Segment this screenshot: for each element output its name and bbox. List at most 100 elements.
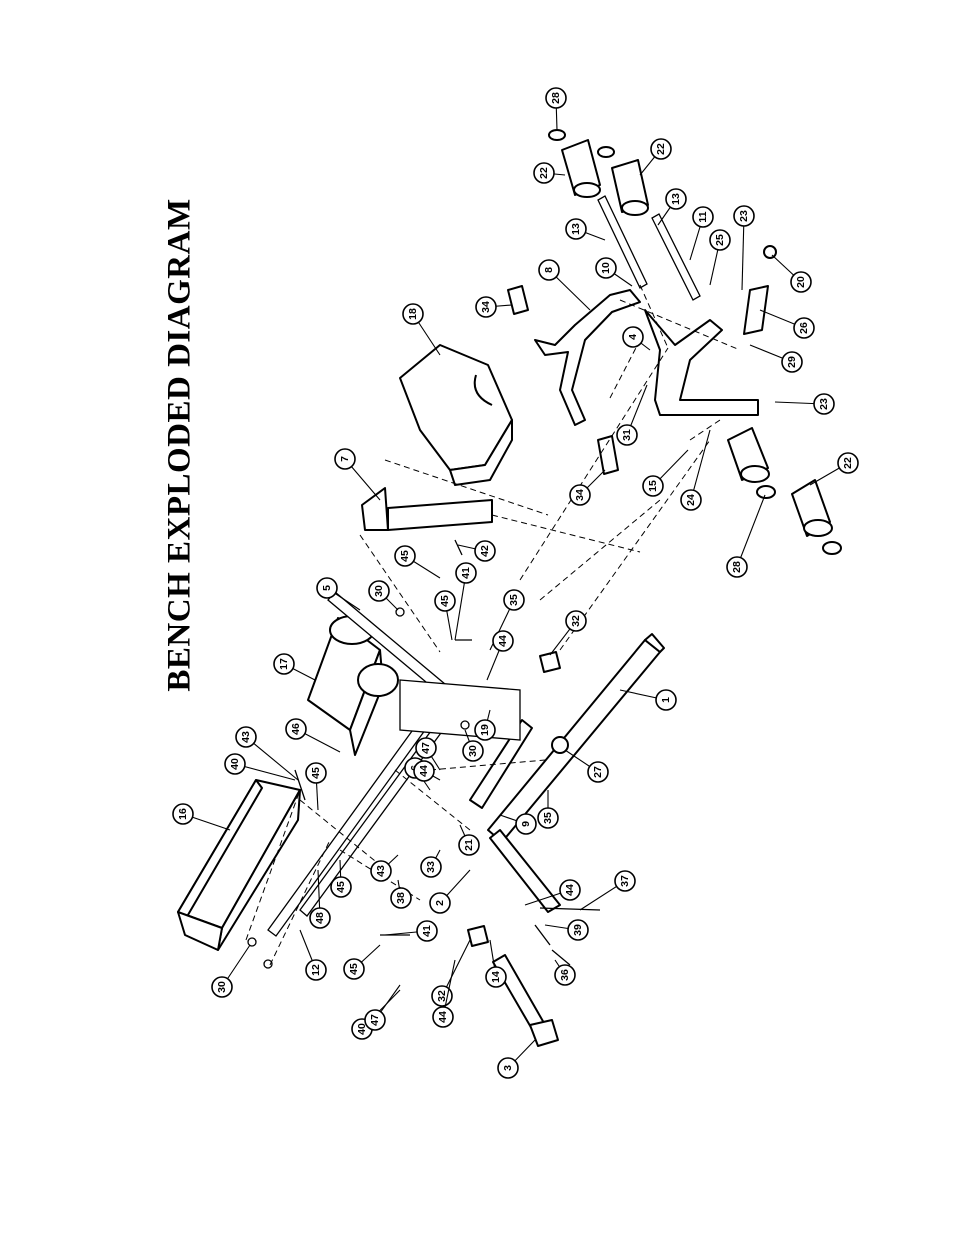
leg-pad-18 xyxy=(400,345,512,485)
callout-part-45: 45 xyxy=(395,546,440,578)
rod-34a xyxy=(508,286,528,314)
callout-label: 17 xyxy=(278,658,290,670)
callout-part-20: 20 xyxy=(772,255,811,292)
callout-part-44: 44 xyxy=(487,631,513,680)
callout-part-46: 46 xyxy=(286,719,340,752)
callout-label: 23 xyxy=(818,398,830,410)
callout-part-39: 39 xyxy=(545,920,588,940)
callout-label: 20 xyxy=(795,276,807,288)
callout-part-11: 11 xyxy=(690,207,713,260)
callout-part-26: 26 xyxy=(760,310,814,338)
callout-label: 16 xyxy=(177,808,189,820)
callout-part-31: 31 xyxy=(617,385,647,445)
callout-part-30: 30 xyxy=(369,581,398,610)
callout-part-22: 22 xyxy=(534,163,565,183)
spring-20 xyxy=(764,246,776,258)
callout-label: 12 xyxy=(310,964,322,976)
leader-line xyxy=(691,430,710,500)
callout-label: 13 xyxy=(670,193,682,205)
cap-28d xyxy=(823,542,841,554)
callout-label: 10 xyxy=(600,262,612,274)
leg-frame-4 xyxy=(645,310,758,415)
callout-label: 30 xyxy=(467,745,479,757)
callout-label: 11 xyxy=(697,211,709,222)
callout-part-16: 16 xyxy=(173,804,230,830)
callout-part-15: 15 xyxy=(643,450,688,496)
callout-part-13: 13 xyxy=(658,189,686,225)
callout-part-41: 41 xyxy=(385,921,437,941)
callout-part-36: 36 xyxy=(555,960,575,985)
rod-13b xyxy=(652,214,700,300)
callout-label: 47 xyxy=(420,742,432,754)
callout-label: 43 xyxy=(375,865,387,877)
cap-28a xyxy=(549,130,565,140)
cap-28c xyxy=(757,486,775,498)
callout-label: 45 xyxy=(439,595,451,607)
callout-part-4: 4 xyxy=(623,327,650,350)
callout-label: 33 xyxy=(425,861,437,873)
callout-part-1: 1 xyxy=(620,690,676,710)
callout-part-34: 34 xyxy=(570,470,605,505)
callout-part-23: 23 xyxy=(775,394,834,414)
callout-part-42: 42 xyxy=(458,541,495,561)
callout-label: 18 xyxy=(407,308,419,320)
callout-part-43: 43 xyxy=(371,855,398,881)
callout-part-27: 27 xyxy=(565,750,608,782)
callout-label: 19 xyxy=(479,724,491,736)
callout-label: 3 xyxy=(502,1065,514,1071)
callout-part-10: 10 xyxy=(596,258,632,286)
main-frame-1 xyxy=(470,634,664,912)
callout-part-45: 45 xyxy=(435,591,455,640)
callout-part-41: 41 xyxy=(455,563,476,640)
callout-part-12: 12 xyxy=(300,930,326,980)
callout-part-23: 23 xyxy=(734,206,754,290)
callout-label: 34 xyxy=(480,301,492,313)
callout-label: 31 xyxy=(621,429,633,441)
callout-label: 5 xyxy=(321,585,333,591)
callout-label: 29 xyxy=(786,356,798,368)
callout-part-32: 32 xyxy=(432,940,470,1006)
callout-part-3: 3 xyxy=(498,1040,535,1078)
callout-part-25: 25 xyxy=(710,230,730,285)
callout-label: 7 xyxy=(339,456,351,462)
bracket-32b xyxy=(468,926,488,946)
callout-part-24: 24 xyxy=(681,430,710,510)
callout-part-7: 7 xyxy=(335,449,380,500)
pin-26 xyxy=(744,286,768,334)
callout-label: 45 xyxy=(335,881,347,893)
callout-label: 2 xyxy=(434,900,446,906)
parts-drawing xyxy=(178,130,841,1046)
callout-label: 44 xyxy=(437,1011,449,1023)
callout-part-37: 37 xyxy=(580,871,635,910)
callout-label: 13 xyxy=(570,223,582,235)
callout-label: 32 xyxy=(570,615,582,627)
callout-label: 35 xyxy=(542,812,554,824)
callout-label: 28 xyxy=(550,92,562,104)
callout-label: 40 xyxy=(229,758,241,770)
callout-label: 8 xyxy=(543,267,555,273)
callout-part-13: 13 xyxy=(566,219,605,240)
post-7 xyxy=(362,488,492,530)
callout-label: 28 xyxy=(731,561,743,573)
callout-label: 1 xyxy=(660,697,672,703)
callout-part-34: 34 xyxy=(476,297,512,317)
callout-label: 46 xyxy=(290,723,302,735)
callout-label: 21 xyxy=(463,839,475,851)
callout-label: 22 xyxy=(538,167,550,179)
callout-label: 25 xyxy=(714,234,726,246)
callout-label: 22 xyxy=(655,143,667,155)
callout-label: 48 xyxy=(314,912,326,924)
callout-label: 41 xyxy=(460,567,472,579)
callout-label: 42 xyxy=(479,545,491,557)
callout-label: 39 xyxy=(572,924,584,936)
callout-label: 35 xyxy=(508,594,520,606)
callout-part-33: 33 xyxy=(421,850,441,877)
callout-part-8: 8 xyxy=(539,260,590,310)
callout-label: 9 xyxy=(520,821,532,827)
callout-label: 45 xyxy=(310,767,322,779)
callout-label: 23 xyxy=(738,210,750,222)
callout-part-32: 32 xyxy=(550,611,586,655)
callout-label: 30 xyxy=(216,981,228,993)
callout-label: 47 xyxy=(369,1014,381,1026)
callout-label: 41 xyxy=(421,925,433,937)
